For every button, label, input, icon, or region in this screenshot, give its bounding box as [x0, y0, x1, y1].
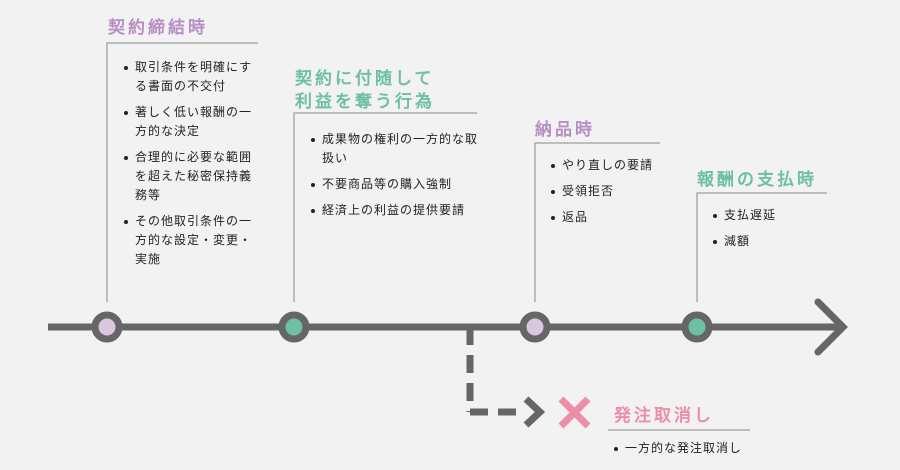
stage-4-title: 報酬の支払時: [697, 170, 817, 190]
timeline-arrowhead: [814, 298, 848, 356]
cross-mark-icon: [558, 396, 591, 429]
stage-1-title: 契約締結時: [108, 18, 208, 38]
stage-2-bracket: [293, 112, 477, 302]
list-item: その他取引条件の一方的な設定・変更・実施: [124, 212, 258, 269]
cancel-list: 一方的な発注取消し: [614, 439, 774, 465]
list-item: やり直しの要請: [551, 156, 681, 175]
stage-4-node: [681, 311, 713, 343]
list-item: 取引条件を明確にする書面の不交付: [124, 58, 258, 96]
stage-2-title-line-1: 契約に付随して: [295, 69, 435, 89]
list-item: 受領拒否: [551, 182, 681, 201]
stage-2-title: 契約に付随して 利益を奪う行為: [295, 68, 435, 114]
stage-3-bracket: [534, 142, 660, 302]
list-item: 成果物の権利の一方的な取扱い: [311, 130, 483, 168]
list-item: 減額: [713, 232, 833, 251]
branch-arrowhead: [523, 396, 546, 428]
stage-3-node: [519, 311, 551, 343]
list-item: 返品: [551, 208, 681, 227]
list-item: 著しく低い報酬の一方的な決定: [124, 103, 258, 141]
stage-2-node: [278, 311, 310, 343]
stage-3-list: やり直しの要請 受領拒否 返品: [551, 156, 681, 234]
list-item: 支払遅延: [713, 206, 833, 225]
stage-2-title-line-2: 利益を奪う行為: [295, 92, 435, 112]
stage-1-node: [91, 311, 123, 343]
list-item: 経済上の利益の提供要請: [311, 201, 483, 220]
cancel-title: 発注取消し: [614, 406, 714, 426]
list-item: 合理的に必要な範囲を超えた秘密保持義務等: [124, 148, 258, 205]
stage-4-bracket: [696, 192, 827, 302]
stage-1-list: 取引条件を明確にする書面の不交付 著しく低い報酬の一方的な決定 合理的に必要な範…: [124, 58, 258, 276]
stage-3-title: 納品時: [535, 120, 595, 140]
list-item: 不要商品等の購入強制: [311, 175, 483, 194]
stage-4-list: 支払遅延 減額: [713, 206, 833, 258]
list-item: 一方的な発注取消し: [614, 439, 774, 458]
stage-2-list: 成果物の権利の一方的な取扱い 不要商品等の購入強制 経済上の利益の提供要請: [311, 130, 483, 227]
stage-1-bracket: [106, 42, 258, 302]
